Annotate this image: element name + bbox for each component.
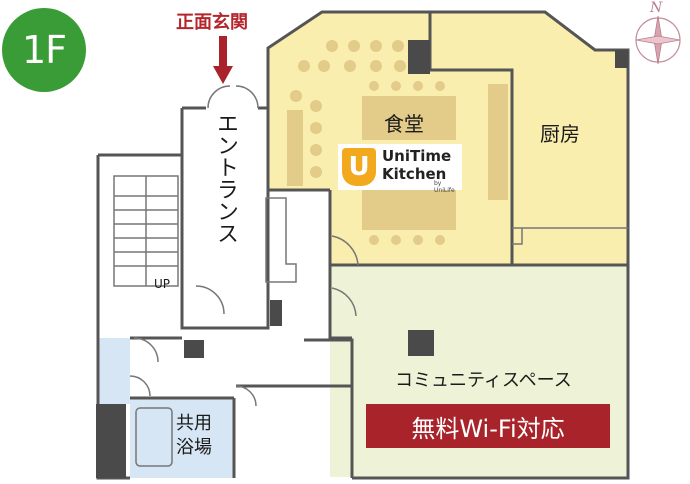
logo-mark: U: [342, 148, 376, 186]
partitions: [113, 85, 628, 467]
dining-table: [362, 186, 456, 230]
kitchen-label: 厨房: [540, 122, 580, 146]
compass-icon: [635, 15, 681, 65]
community-space-label: コミュニティスペース: [395, 370, 572, 391]
shared-bath-label: 共用浴場: [176, 413, 212, 458]
structural-columns: [96, 40, 628, 478]
unitime-kitchen-logo: U UniTime Kitchen by UniLife: [338, 144, 462, 194]
dining-chairs: [290, 40, 445, 245]
logo-text-line1: UniTime: [382, 147, 452, 165]
kitchen-area: [430, 12, 628, 265]
bath-area: [130, 398, 234, 478]
compass-north-label: N: [650, 0, 663, 16]
stair-corridor-fill: [98, 338, 130, 404]
free-wifi-banner: 無料Wi-Fi対応: [366, 404, 610, 448]
kitchen-counter: [488, 84, 508, 200]
logo-byline: by UniLife: [434, 180, 455, 194]
floor-badge: 1F: [2, 8, 86, 92]
main-entrance-label: 正面玄関: [176, 12, 248, 33]
dining-table: [362, 96, 456, 140]
dining-bench: [287, 110, 303, 186]
entrance-hall-label: エントランス: [213, 112, 238, 244]
dining-room-label: 食堂: [384, 112, 424, 136]
logo-text-line2: Kitchen: [382, 165, 447, 183]
stairs-up-label: UP: [154, 277, 171, 291]
entrance-arrow-icon: [213, 36, 233, 84]
